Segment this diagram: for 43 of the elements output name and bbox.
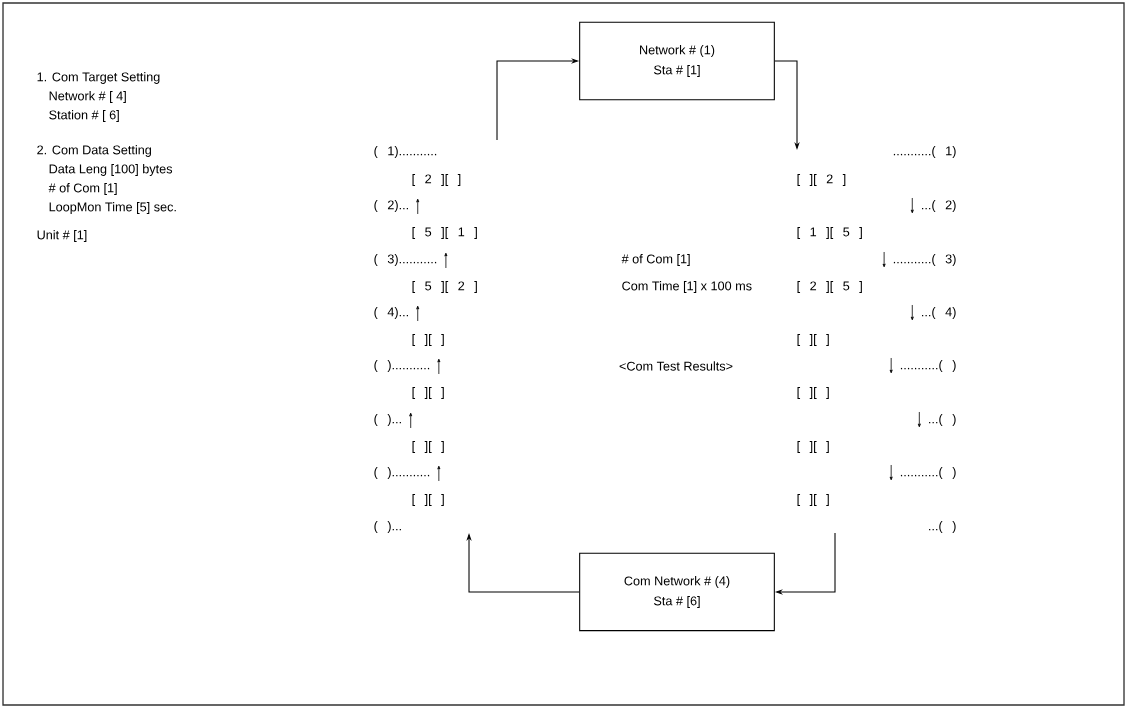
- result-entry: ( )...........: [374, 360, 430, 372]
- result-entry: [ ][ 2 ]: [797, 174, 846, 186]
- result-entry: ( 3)...........: [374, 254, 437, 266]
- station-box: Network # (1) Sta # [1]: [579, 21, 775, 101]
- setting-text: # of Com [1]: [48, 183, 117, 195]
- result-entry: [ ][ ]: [412, 494, 444, 506]
- result-entry: [ ][ ]: [797, 441, 829, 453]
- result-entry: ...........( 1): [893, 146, 956, 158]
- result-entry: ( 1)...........: [374, 146, 437, 158]
- result-entry: ...( ): [929, 521, 956, 533]
- result-entry: [ 5 ][ 2 ]: [412, 281, 477, 293]
- result-entry: [ 2 ][ ]: [412, 174, 461, 186]
- result-entry: [ ][ ]: [412, 387, 444, 399]
- result-entry: ( 2)...: [374, 200, 408, 212]
- setting-text: Network # [ 4]: [49, 91, 126, 103]
- result-entry: [ 1 ][ 5 ]: [797, 227, 862, 239]
- result-entry: [ ][ ]: [797, 494, 829, 506]
- setting-text: 1. Com Target Setting: [37, 72, 160, 84]
- station-box: Com Network # (4) Sta # [6]: [579, 552, 775, 632]
- result-entry: ...........( 3): [893, 254, 956, 266]
- result-entry: ( )...........: [374, 467, 430, 479]
- setting-text: Station # [ 6]: [49, 110, 119, 122]
- result-text: <Com Test Results>: [619, 361, 733, 371]
- result-entry: [ 2 ][ 5 ]: [797, 281, 862, 293]
- result-entry: ( 4)...: [374, 307, 408, 319]
- result-entry: ...( ): [929, 414, 956, 426]
- result-text: Com Time [1] x 100 ms: [622, 281, 752, 293]
- result-entry: [ ][ ]: [412, 441, 444, 453]
- result-entry: ...( 2): [922, 200, 956, 212]
- result-entry: [ 5 ][ 1 ]: [412, 227, 477, 239]
- result-entry: [ ][ ]: [797, 387, 829, 399]
- result-entry: ...( 4): [922, 307, 956, 319]
- setting-text: Data Leng [100] bytes: [49, 164, 173, 176]
- result-entry: ( )...: [374, 521, 401, 533]
- setting-text: 2. Com Data Setting: [37, 145, 151, 157]
- result-entry: [ ][ ]: [412, 334, 444, 346]
- setting-text: Unit # [1]: [37, 230, 87, 242]
- result-entry: ...........( ): [900, 360, 956, 372]
- setting-text: LoopMon Time [5] sec.: [49, 202, 176, 214]
- result-entry: [ ][ ]: [797, 334, 829, 346]
- result-entry: ( )...: [374, 414, 401, 426]
- result-text: # of Com [1]: [621, 254, 690, 266]
- result-entry: ...........( ): [900, 467, 956, 479]
